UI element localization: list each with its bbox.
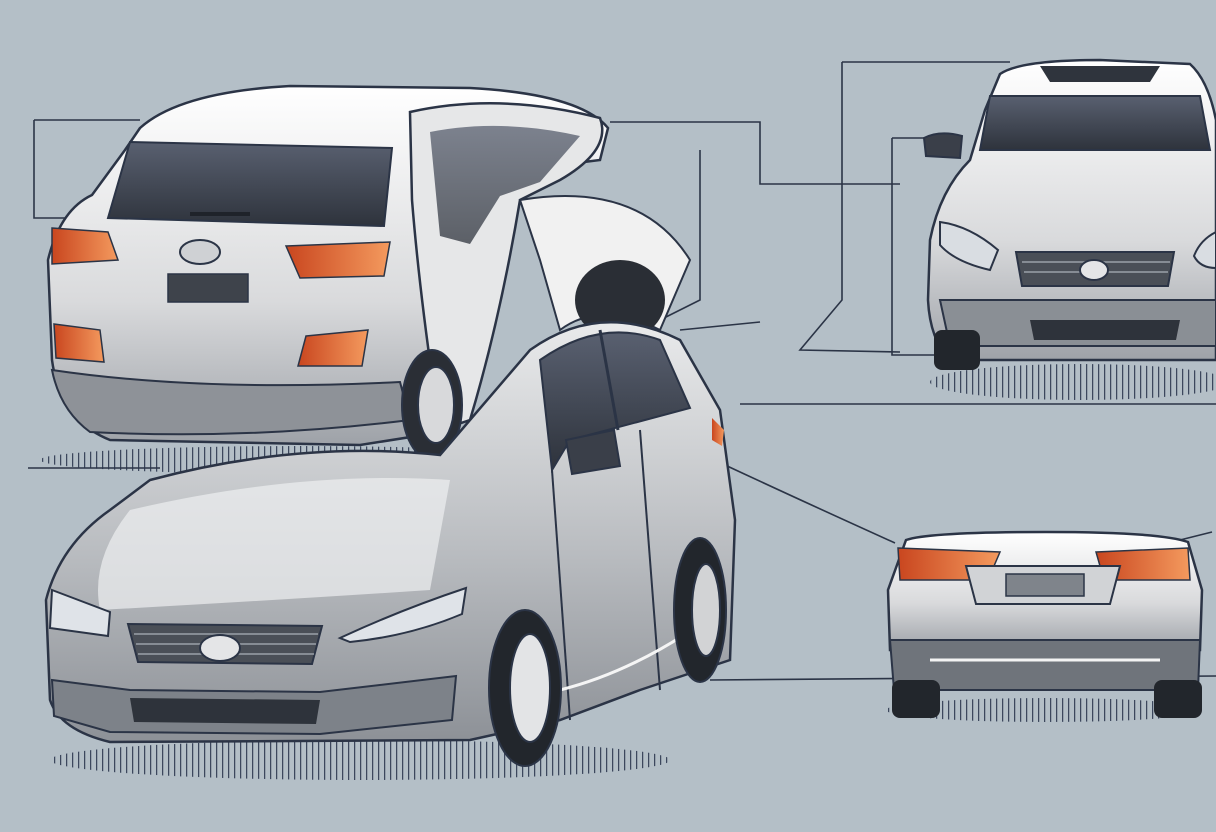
suv-rear-view: [40, 84, 692, 474]
sedan-front-three-quarter: [44, 320, 737, 780]
car-front-view: [922, 58, 1216, 400]
car-rear-view: [886, 530, 1206, 722]
